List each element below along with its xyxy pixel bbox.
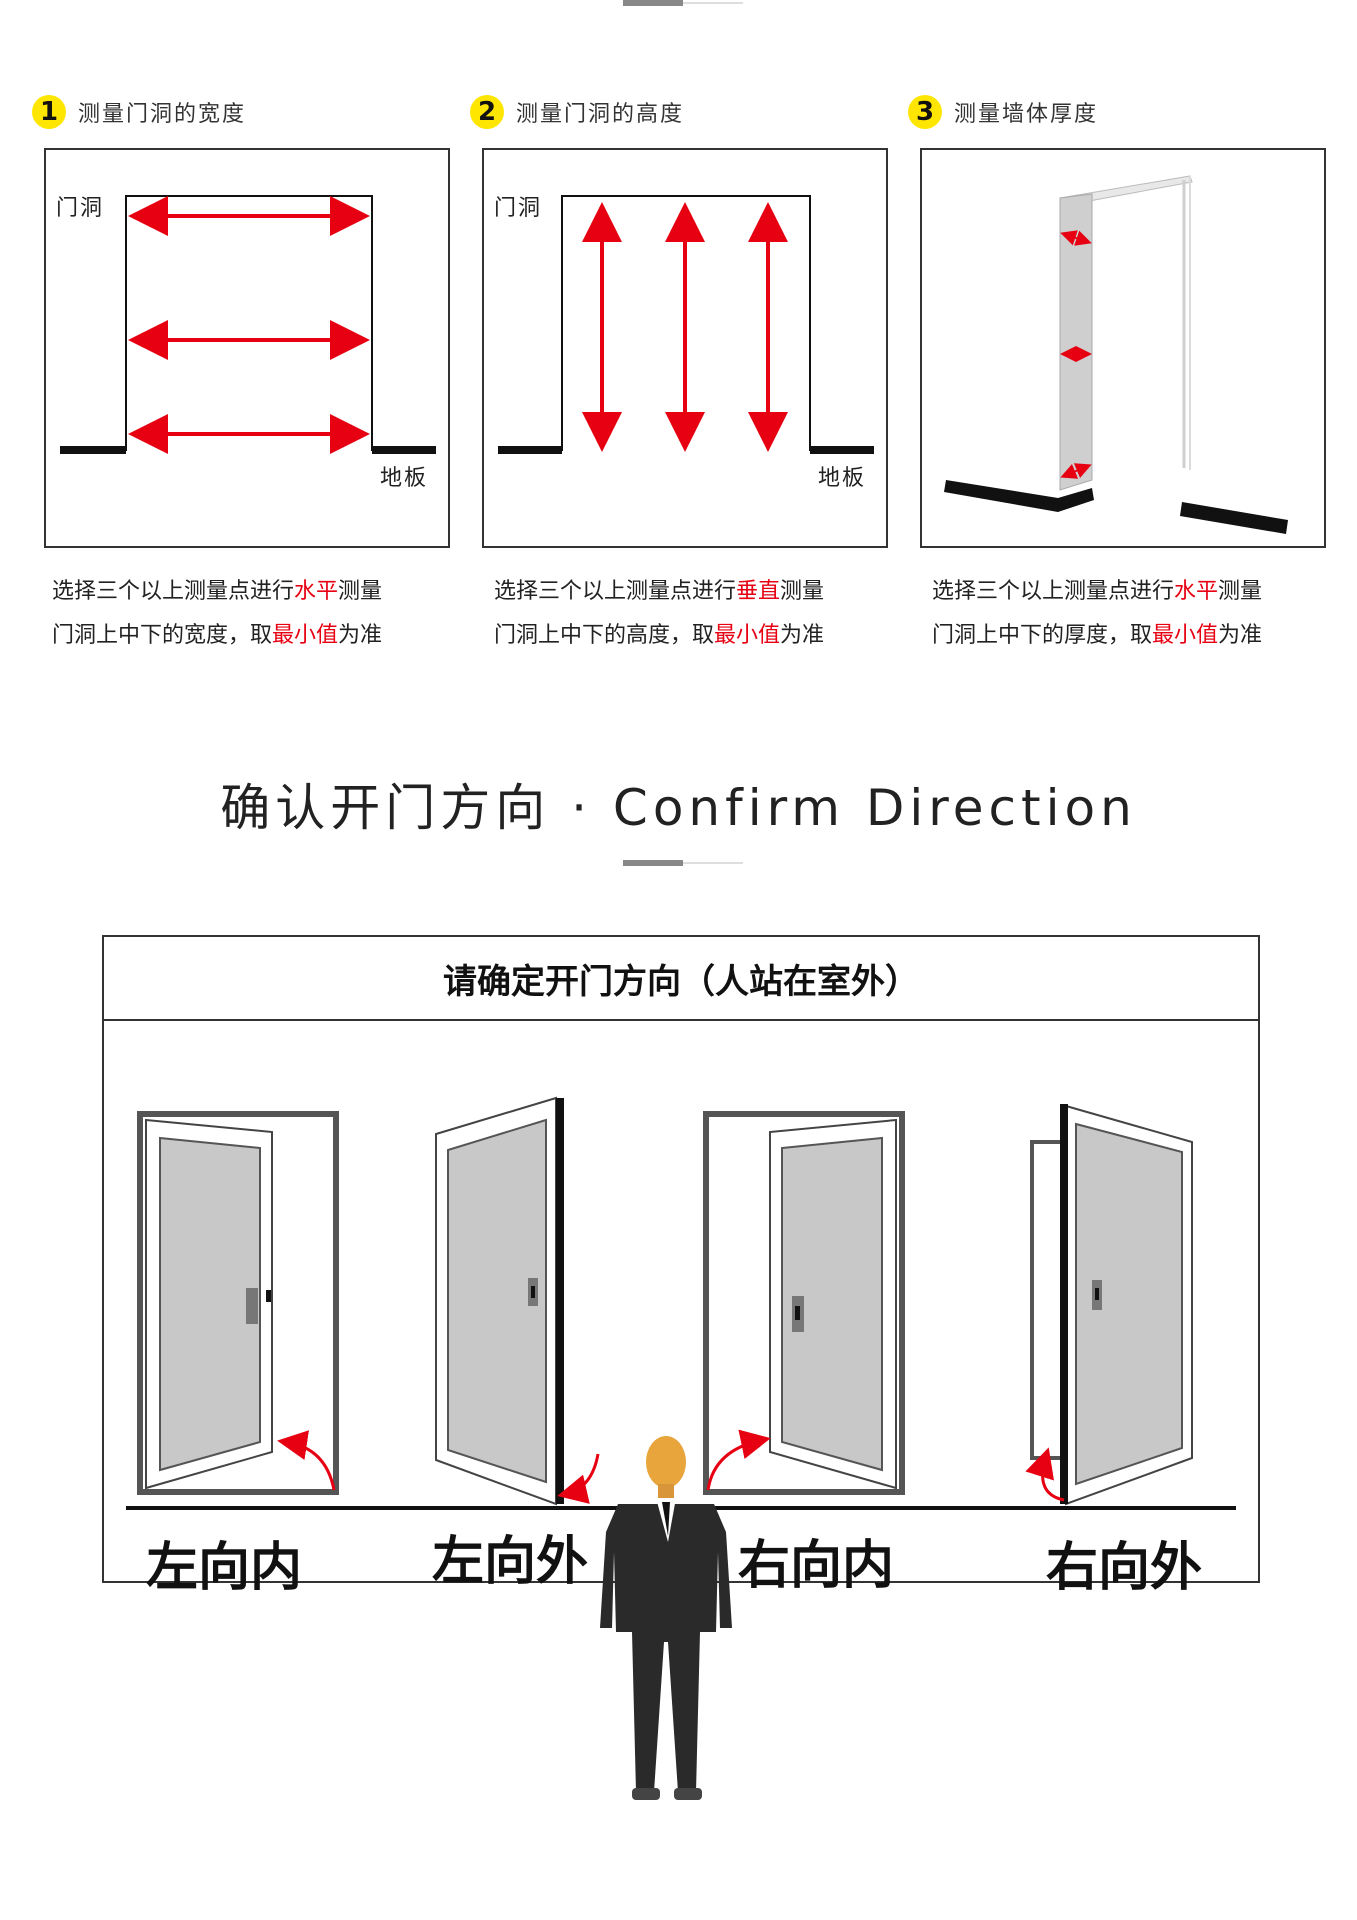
step-2-diagram: 门洞 地板 [482, 148, 888, 548]
step-1-diagram: 门洞 地板 [44, 148, 450, 548]
label-right-inward: 右向内 [738, 1536, 895, 1596]
width-measure-illustration [60, 195, 436, 454]
label-left-outward: 左向外 [432, 1532, 589, 1592]
step-1-caption: 选择三个以上测量点进行水平测量 门洞上中下的宽度，取最小值为准 [52, 579, 383, 648]
section-title: 确认开门方向 · Confirm Direction [220, 779, 1137, 837]
step-3-diagram [920, 148, 1326, 548]
height-measure-illustration [498, 195, 874, 454]
step-3-title: 测量墙体厚度 [954, 102, 1099, 127]
wall-thickness-illustration [944, 175, 1288, 534]
thickness-arrow-top [1060, 230, 1092, 246]
step-1-title: 测量门洞的宽度 [78, 102, 247, 127]
door-opening-label: 门洞 [56, 196, 105, 221]
door-options-illustration [126, 1096, 1236, 1510]
thickness-arrow-bottom [1060, 463, 1092, 479]
step-2-title: 测量门洞的高度 [516, 102, 685, 127]
door-right-outward [1025, 1104, 1193, 1506]
step-3-caption: 选择三个以上测量点进行水平测量 门洞上中下的厚度，取最小值为准 [932, 579, 1263, 648]
door-left-outward [435, 1096, 600, 1506]
person-figure [600, 1436, 732, 1800]
step-2-badge: 2 [470, 95, 504, 129]
step-2-header: 2 测量门洞的高度 [470, 92, 684, 132]
step-1-badge: 1 [32, 95, 66, 129]
label-left-inward: 左向内 [146, 1538, 303, 1598]
step-3-header: 3 测量墙体厚度 [908, 92, 1098, 132]
floor-label: 地板 [818, 466, 867, 491]
direction-header: 请确定开门方向（人站在室外） [104, 937, 1258, 1021]
door-right-inward [703, 1111, 905, 1495]
label-right-outward: 右向外 [1046, 1538, 1203, 1598]
door-opening-label: 门洞 [494, 196, 543, 221]
top-divider [623, 0, 743, 6]
section-divider [623, 860, 743, 866]
door-left-inward [137, 1111, 339, 1495]
step-2-caption: 选择三个以上测量点进行垂直测量 门洞上中下的高度，取最小值为准 [494, 579, 825, 648]
floor-label: 地板 [380, 466, 429, 491]
door-direction-panel: 请确定开门方向（人站在室外） [102, 935, 1260, 1583]
step-3-badge: 3 [908, 95, 942, 129]
step-1-header: 1 测量门洞的宽度 [32, 92, 246, 132]
